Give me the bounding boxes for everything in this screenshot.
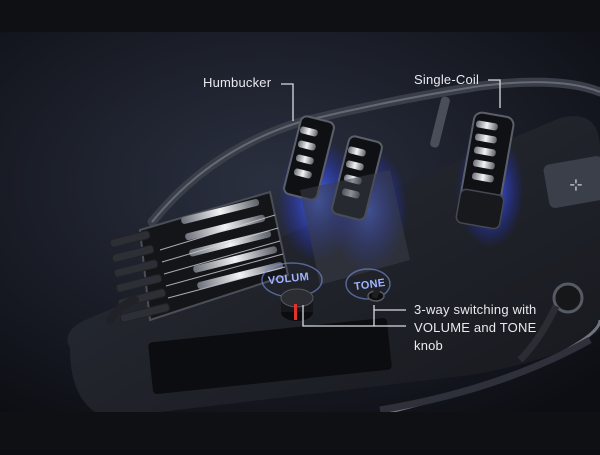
logo-mark: ⊹ [569,175,582,194]
volume-knob [281,289,313,321]
switching-label: 3-way switching with VOLUME and TONE kno… [414,301,537,355]
switching-label-line-1: 3-way switching with [414,301,537,319]
switching-label-line-3: knob [414,337,537,355]
single-coil-label: Single-Coil [414,71,479,89]
top-letterbox [0,0,600,32]
bottom-letterbox [0,412,600,450]
humbucker-label: Humbucker [203,74,271,92]
switching-label-line-2: VOLUME and TONE [414,319,537,337]
